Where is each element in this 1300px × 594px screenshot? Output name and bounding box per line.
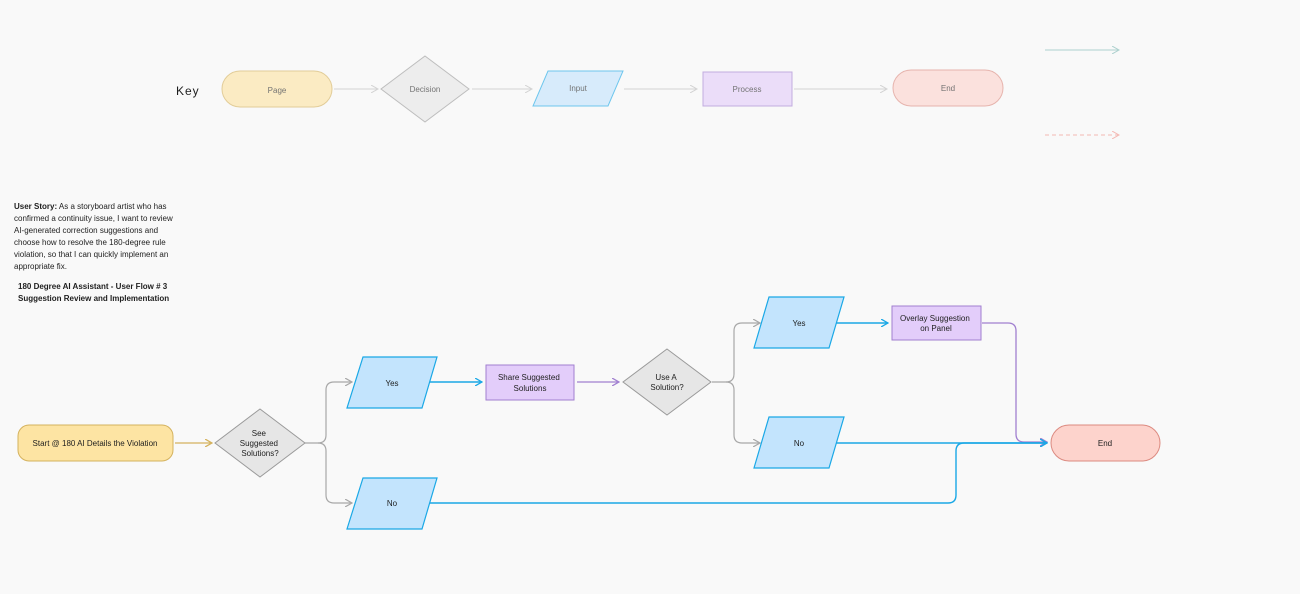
use-solution-label: Use A Solution?: [650, 373, 684, 392]
flow-title: 180 Degree AI Assistant - User Flow # 3 …: [18, 281, 188, 305]
user-story-label: User Story:: [14, 202, 58, 211]
no-input-1-label: No: [387, 499, 398, 508]
user-story-text: As a storyboard artist who has confirmed…: [14, 202, 173, 271]
legend-page-label: Page: [268, 86, 287, 95]
legend-input-shape: [532, 70, 624, 107]
legend-process-shape: [702, 71, 793, 107]
no-input-2: No: [753, 416, 845, 469]
legend-end-shape: [892, 69, 1004, 107]
see-solutions-decision: See Suggested Solutions?: [214, 408, 306, 478]
arrow-overlay-to-end: [982, 322, 1047, 442]
start-node-label: Start @ 180 AI Details the Violation: [33, 439, 158, 448]
arrow-use-to-yes: [712, 323, 760, 383]
legend-process-label: Process: [733, 85, 762, 94]
see-solutions-label: See Suggested Solutions?: [240, 429, 281, 458]
arrow-decision-to-no: [317, 442, 352, 503]
legend: Page Decision Input Process End: [221, 50, 1119, 135]
no-input-2-label: No: [794, 439, 805, 448]
share-solutions-label: Share Suggested Solutions: [498, 373, 562, 393]
yes-input-2: Yes: [753, 296, 845, 349]
flow-title-line2: Suggestion Review and Implementation: [18, 294, 170, 303]
yes-input-1: Yes: [346, 356, 438, 409]
no-input-1: No: [346, 477, 438, 530]
flow-title-line1: 180 Degree AI Assistant - User Flow # 3: [18, 282, 168, 291]
share-solutions-process: Share Suggested Solutions: [485, 364, 575, 401]
start-node: Start @ 180 AI Details the Violation: [17, 424, 174, 462]
overlay-suggestion-process: Overlay Suggestion on Panel: [891, 305, 982, 341]
overlay-suggestion-label: Overlay Suggestion on Panel: [900, 314, 972, 333]
key-title: Key: [176, 84, 200, 98]
end-node-label: End: [1098, 439, 1112, 448]
end-node: End: [1050, 424, 1161, 462]
yes-input-1-label: Yes: [385, 379, 398, 388]
arrow-no1-to-end: [430, 443, 1047, 504]
use-solution-decision: Use A Solution?: [622, 348, 712, 416]
arrow-decision-to-yes: [305, 382, 352, 444]
legend-decision-label: Decision: [410, 85, 441, 94]
legend-input-label: Input: [569, 84, 588, 93]
legend-decision-shape: [380, 55, 470, 123]
legend-page-shape: [221, 70, 333, 108]
connectors: [175, 323, 1047, 503]
arrow-use-to-no: [725, 381, 760, 443]
yes-input-2-label: Yes: [792, 319, 805, 328]
legend-end-label: End: [941, 84, 955, 93]
user-story: User Story: As a storyboard artist who h…: [14, 201, 182, 273]
